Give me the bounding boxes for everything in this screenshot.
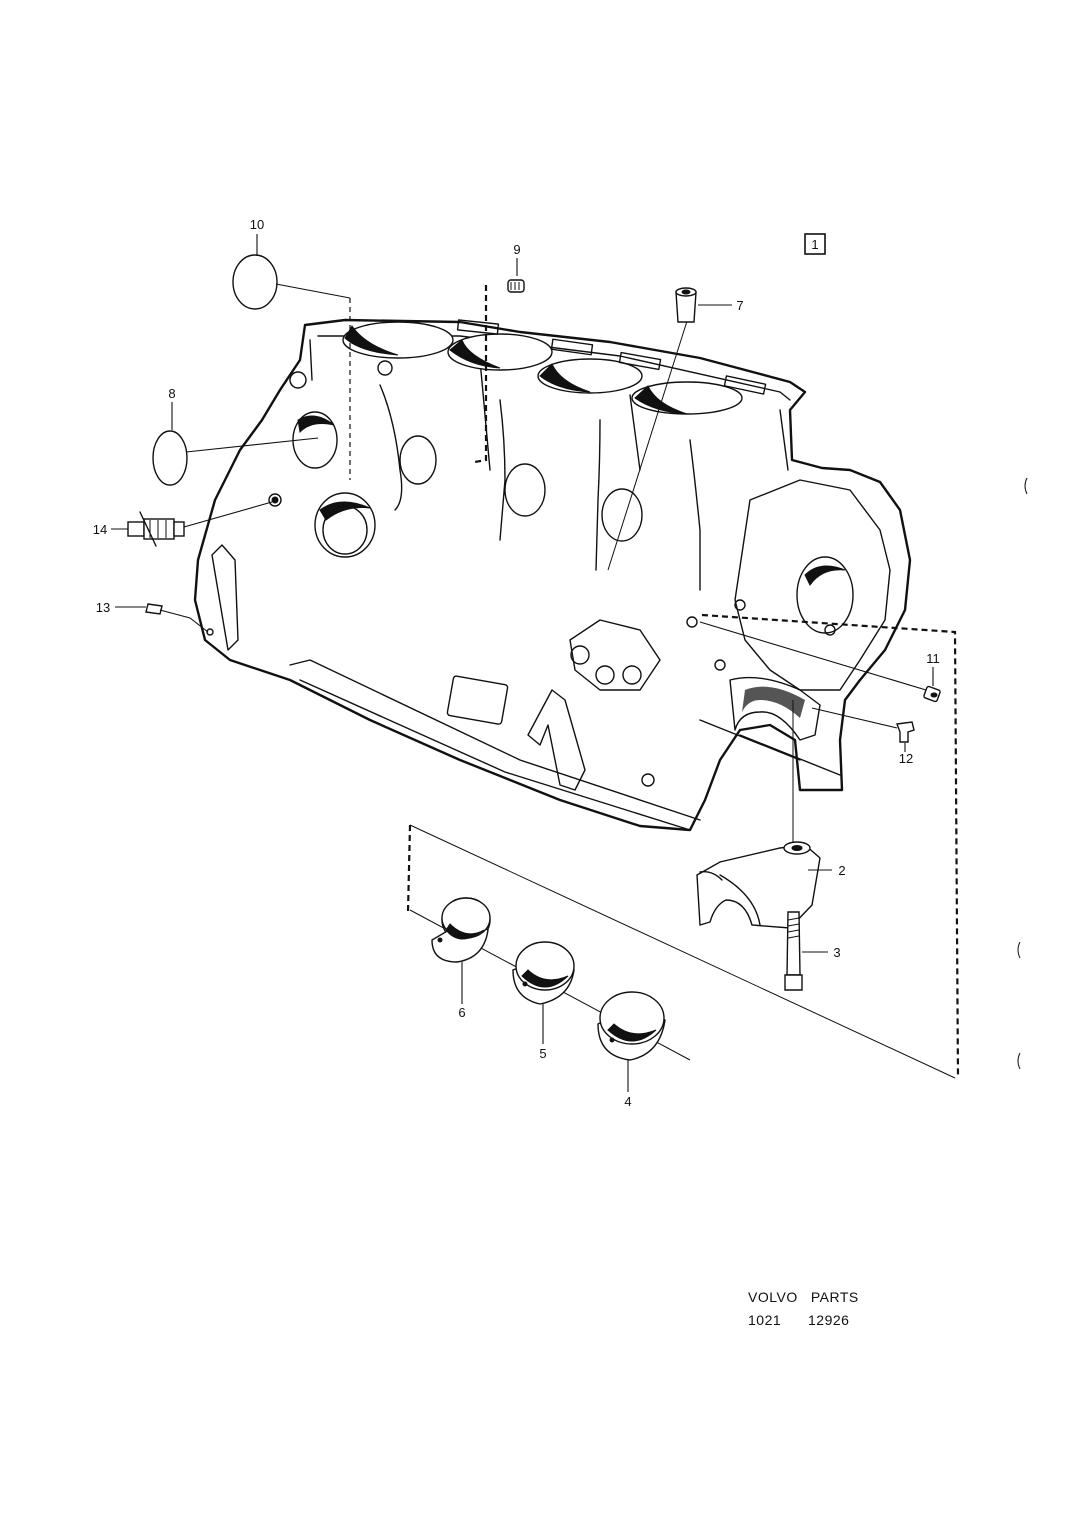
side-port-inner xyxy=(322,505,368,555)
callout-8: 8 xyxy=(168,386,175,401)
group-number-box: 1 xyxy=(804,233,826,255)
bolt-hole xyxy=(206,628,214,636)
bolt-hole-dark xyxy=(271,496,279,504)
part-14-sender xyxy=(127,511,185,547)
rear-bolt xyxy=(824,624,836,636)
side-port-b xyxy=(504,463,546,517)
explode-box-left xyxy=(406,824,412,913)
group-number: 1 xyxy=(811,237,818,252)
part-12-plug xyxy=(896,721,915,743)
callout-6: 6 xyxy=(458,1005,465,1020)
callout-14: 14 xyxy=(93,522,107,537)
callout-labels: 10 9 7 8 14 13 11 12 2 3 6 5 4 xyxy=(93,217,940,1109)
callout-10: 10 xyxy=(250,217,264,232)
side-port-a xyxy=(399,435,437,485)
side-rib xyxy=(689,439,701,591)
lower-skirt-inner xyxy=(299,679,691,831)
callout-4: 4 xyxy=(624,1094,631,1109)
bore-shadow-4 xyxy=(634,385,688,415)
left-flange xyxy=(211,544,239,651)
callout-7: 7 xyxy=(736,298,743,313)
deck-slot xyxy=(723,375,767,395)
footer-block: VOLVO PARTS 1021 12926 xyxy=(748,1289,859,1328)
footer-brand: VOLVO PARTS xyxy=(748,1289,859,1305)
callout-12: 12 xyxy=(899,751,913,766)
deck-slot xyxy=(618,351,662,371)
deck-slot xyxy=(550,338,594,356)
bearing-saddle xyxy=(729,676,821,741)
part-10-core-plug xyxy=(232,254,278,310)
callout-3: 3 xyxy=(833,945,840,960)
callout-9: 9 xyxy=(513,242,520,257)
rear-bolt xyxy=(714,659,726,671)
part-8-core-plug xyxy=(152,430,188,486)
side-port-c xyxy=(601,488,643,542)
bolt-hole xyxy=(268,493,282,507)
leader-lines xyxy=(111,234,934,1092)
callout-11: 11 xyxy=(926,651,940,666)
bolt-hole xyxy=(622,665,642,685)
part-2-bearing-cap xyxy=(696,841,821,929)
side-rib xyxy=(379,384,403,511)
callout-5: 5 xyxy=(539,1046,546,1061)
crank-tunnel xyxy=(699,719,841,776)
callout-2: 2 xyxy=(838,863,845,878)
part-11-plug xyxy=(923,685,941,703)
casting-plate xyxy=(446,675,509,725)
explode-box-right xyxy=(701,613,960,1079)
bolt-hole xyxy=(570,645,590,665)
rear-plate xyxy=(734,479,891,691)
front-port-shadow xyxy=(297,415,335,434)
bolt-hole xyxy=(289,371,307,389)
bolt-hole xyxy=(377,360,393,376)
side-boss xyxy=(569,619,661,691)
side-rib xyxy=(595,419,601,571)
footer-code-left: 1021 xyxy=(748,1312,781,1328)
bolt-hole xyxy=(641,773,655,787)
mount-bracket xyxy=(527,689,586,791)
bore-shadow-1 xyxy=(344,325,399,356)
side-port-shadow xyxy=(319,501,371,521)
lower-skirt xyxy=(289,659,701,821)
bore-shadow-2 xyxy=(449,339,501,369)
saddle-stipple xyxy=(742,686,805,718)
part-9-plug-screw xyxy=(507,279,525,293)
footer-code-right: 12926 xyxy=(808,1312,849,1328)
side-rib xyxy=(499,399,506,541)
bolt-hole xyxy=(686,616,698,628)
explode-line-9 xyxy=(474,285,488,464)
cylinder-block xyxy=(193,318,912,832)
rear-bolt xyxy=(734,599,746,611)
binding-marks xyxy=(1017,477,1028,1070)
part-7-sleeve xyxy=(675,287,697,323)
callout-13: 13 xyxy=(96,600,110,615)
block-outline xyxy=(193,318,912,832)
bore-shadow-3 xyxy=(539,363,591,393)
part-13-dowel-pin xyxy=(145,603,163,615)
part-3-bolt xyxy=(784,911,803,991)
part-4-bearing-shell xyxy=(597,991,666,1061)
explode-diagonal xyxy=(409,824,956,1079)
bolt-hole xyxy=(595,665,615,685)
explode-line-7 xyxy=(607,317,689,571)
part-6-bearing-shell xyxy=(431,897,491,963)
deck-slot xyxy=(456,319,500,335)
rear-bore-shadow xyxy=(804,565,846,586)
part-5-bearing-shell xyxy=(512,941,575,1005)
